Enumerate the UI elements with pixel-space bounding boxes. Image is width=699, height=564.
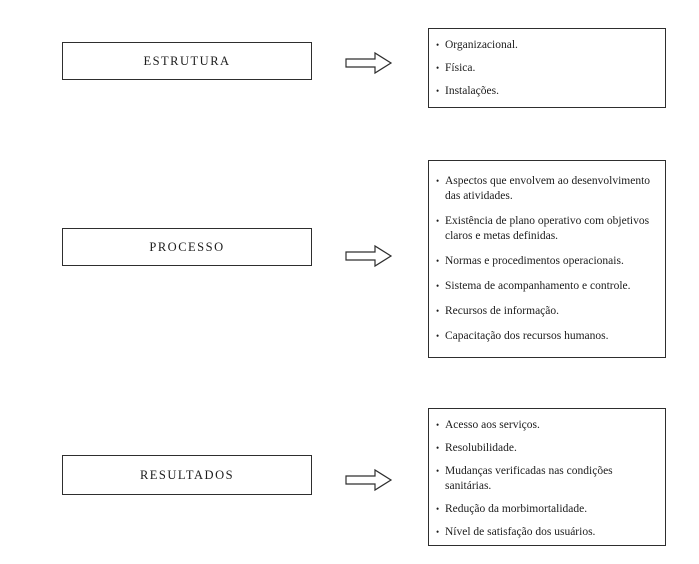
list-item: • Nível de satisfação dos usuários. — [436, 525, 659, 540]
bullet-icon: • — [436, 331, 440, 341]
resultados-detail-box: • Acesso aos serviços. • Resolubilidade.… — [428, 408, 666, 546]
list-item: • Instalações. — [436, 84, 659, 99]
list-item: • Aspectos que envolvem ao desenvolvimen… — [436, 174, 659, 204]
processo-box: PROCESSO — [62, 228, 312, 266]
list-item-text: Normas e procedimentos operacionais. — [445, 255, 624, 267]
estrutura-detail-box: • Organizacional. • Física. • Instalaçõe… — [428, 28, 666, 108]
bullet-icon: • — [436, 306, 440, 316]
bullet-icon: • — [436, 466, 440, 476]
resultados-box: RESULTADOS — [62, 455, 312, 495]
bullet-icon: • — [436, 281, 440, 291]
arrow-right-icon — [344, 50, 394, 76]
processo-label: PROCESSO — [149, 239, 225, 254]
list-item-text: Recursos de informação. — [445, 305, 560, 317]
bullet-icon: • — [436, 504, 440, 514]
arrow-right-icon — [344, 467, 394, 493]
arrow-right-icon — [344, 243, 394, 269]
list-item: • Física. — [436, 61, 659, 76]
list-item: • Capacitação dos recursos humanos. — [436, 329, 659, 344]
list-item-text: Redução da morbimortalidade. — [445, 503, 588, 515]
bullet-icon: • — [436, 420, 440, 430]
list-item: • Redução da morbimortalidade. — [436, 502, 659, 517]
list-item-text: Mudanças verificadas nas condições sanit… — [445, 465, 613, 492]
list-item: • Acesso aos serviços. — [436, 418, 659, 433]
list-item-text: Instalações. — [445, 85, 499, 97]
list-item: • Mudanças verificadas nas condições san… — [436, 464, 659, 494]
bullet-icon: • — [436, 256, 440, 266]
list-item-text: Sistema de acompanhamento e controle. — [445, 280, 631, 292]
list-item: • Organizacional. — [436, 38, 659, 53]
bullet-icon: • — [436, 527, 440, 537]
list-item: • Normas e procedimentos operacionais. — [436, 254, 659, 269]
resultados-label: RESULTADOS — [139, 467, 235, 482]
bullet-icon: • — [436, 63, 440, 73]
list-item-text: Resolubilidade. — [445, 442, 517, 454]
list-item-text: Acesso aos serviços. — [445, 419, 540, 431]
list-item: • Resolubilidade. — [436, 441, 659, 456]
bullet-icon: • — [436, 40, 440, 50]
list-item: • Sistema de acompanhamento e controle. — [436, 279, 659, 294]
list-item-text: Organizacional. — [445, 39, 518, 51]
list-item-text: Nível de satisfação dos usuários. — [445, 526, 596, 538]
bullet-icon: • — [436, 216, 440, 226]
bullet-icon: • — [436, 86, 440, 96]
processo-detail-box: • Aspectos que envolvem ao desenvolvimen… — [428, 160, 666, 358]
bullet-icon: • — [436, 443, 440, 453]
list-item: • Existência de plano operativo com obje… — [436, 214, 659, 244]
bullet-icon: • — [436, 176, 440, 186]
estrutura-box: ESTRUTURA — [62, 42, 312, 80]
list-item-text: Existência de plano operativo com objeti… — [445, 215, 650, 242]
list-item-text: Aspectos que envolvem ao desenvolvimento… — [445, 175, 651, 202]
estrutura-label: ESTRUTURA — [143, 53, 231, 68]
list-item-text: Física. — [445, 62, 476, 74]
list-item-text: Capacitação dos recursos humanos. — [445, 330, 609, 342]
list-item: • Recursos de informação. — [436, 304, 659, 319]
